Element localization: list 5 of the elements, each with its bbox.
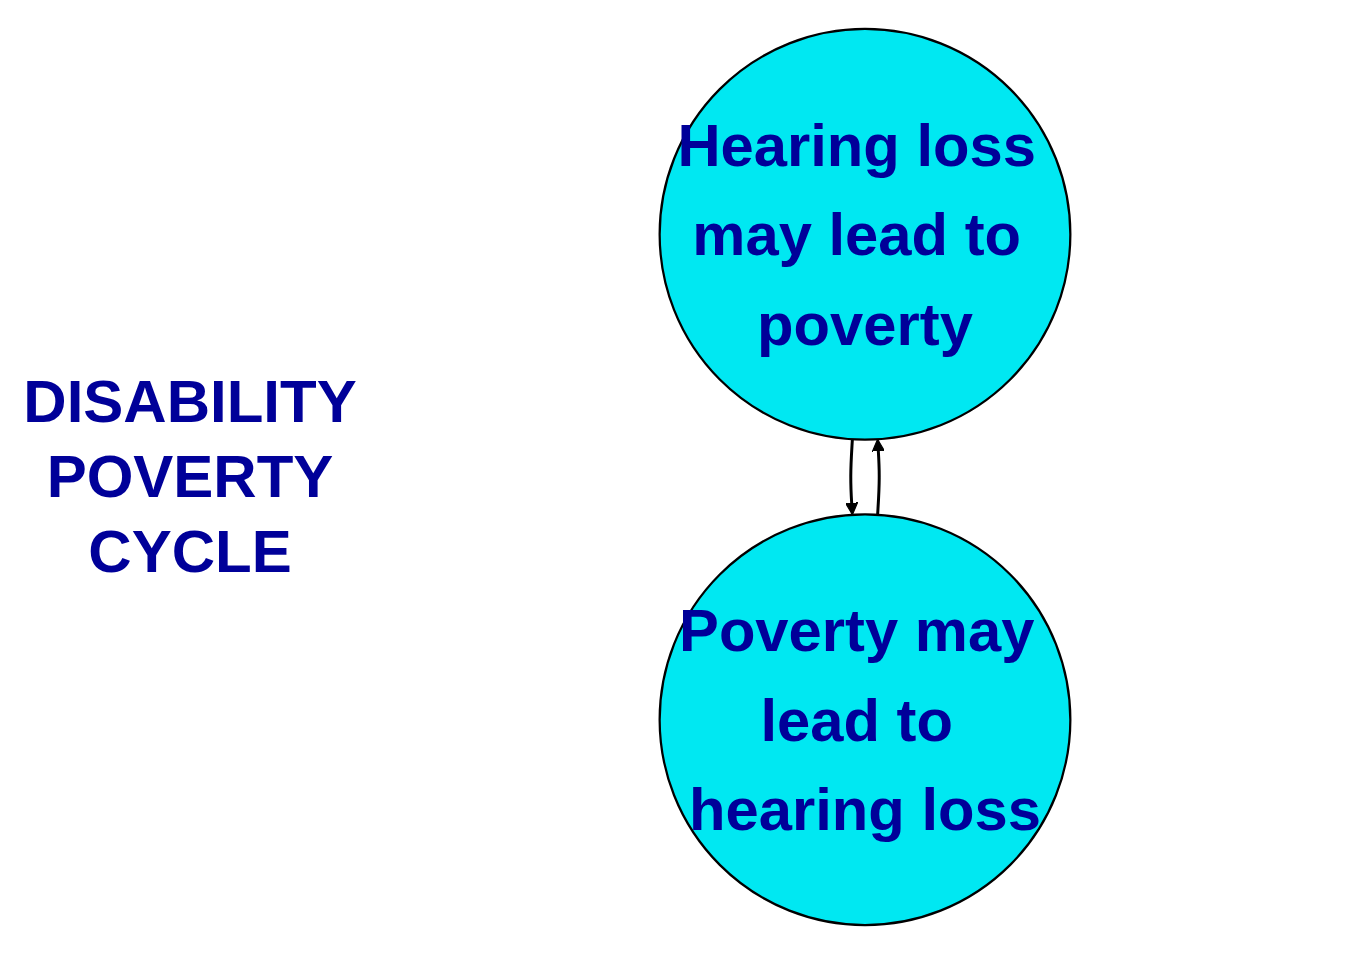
node-circle: Poverty may lead to hearing loss: [658, 512, 1072, 926]
arrow: [845, 438, 859, 515]
arrow: [871, 438, 885, 515]
diagram-title: DISABILITY POVERTY CYCLE: [22, 367, 358, 587]
node-circle: Hearing loss may lead to poverty: [658, 27, 1072, 441]
